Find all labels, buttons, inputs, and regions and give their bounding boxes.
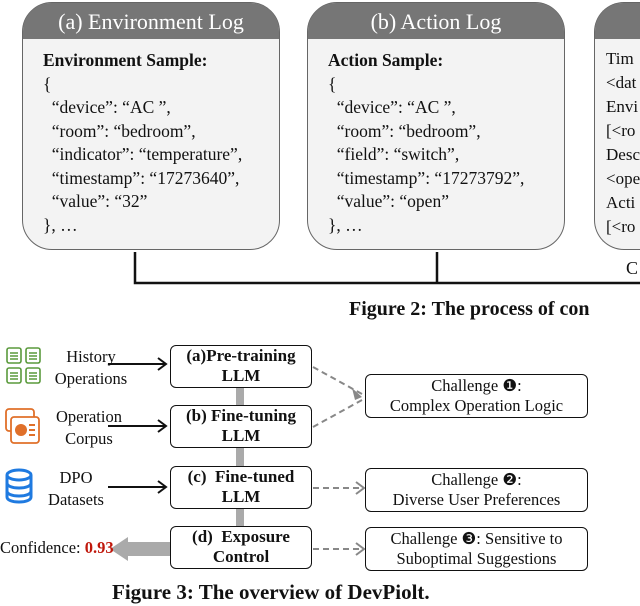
text-line: Envi [606,97,639,116]
panel-title: (b) Action Log [308,3,564,39]
stage-label: Exposure [221,527,290,546]
text-line: [<ro [606,121,636,140]
source-text: Operation Corpus [56,407,122,448]
code-line: “value”: “open” [328,191,449,211]
source-text: DPO Datasets [48,468,104,509]
clipboard-icon [6,347,41,384]
confidence-label: Confidence: [0,538,81,557]
panel-body: Action Sample: { “device”: “AC ”, “room”… [308,39,564,237]
challenge-title: Challenge ❷: [431,470,522,489]
text-line: <dat [606,73,637,92]
source-text: History Operations [54,347,128,388]
stage-tag: (a) [186,346,207,365]
challenge-title: Challenge ❸: Sensitive to [390,529,563,548]
text-line: <ope [606,169,640,188]
environment-log-panel: (a) Environment Log Environment Sample: … [22,2,280,250]
code-line: “timestamp”: “17273792”, [328,167,525,188]
stage-tag: (c) [187,467,207,486]
database-icon [5,468,33,504]
stage-label: Control [212,547,270,566]
code-line: { [43,73,52,94]
source-label: DPO Datasets [44,467,108,511]
text-line: Tim [606,49,634,68]
figure3-caption: Figure 3: The overview of DevPiolt. [112,580,430,604]
code-line: “device”: “AC ”, [43,97,171,117]
confidence-value: 0.93 [84,538,114,557]
connector-lines [133,252,640,285]
challenge-box: Challenge ❶:Complex Operation Logic [365,374,588,418]
stage-label: Fine-tuned [215,467,295,486]
stage-label: Fine-tuning [211,406,297,425]
challenge-text: Complex Operation Logic [389,396,564,415]
panel-title: (a) Environment Log [23,3,279,39]
source-label: History Operations [48,346,134,390]
code-line: “room”: “bedroom”, [328,120,481,141]
code-line: “device”: “AC ”, [328,97,456,117]
text-line: Acti [606,193,636,212]
stage-tag: (d) [192,527,213,546]
source-label: Operation Corpus [44,406,134,450]
action-log-panel: (b) Action Log Action Sample: { “device”… [307,2,565,250]
code-line: “room”: “bedroom”, [43,120,196,141]
panel-heading: Action Sample: [328,50,444,70]
code-line: “value”: “32” [43,191,148,211]
challenge-text: Suboptimal Suggestions [396,549,557,568]
stage-tag: (b) [185,406,207,425]
challenge-text: Diverse User Preferences [392,490,561,509]
panel-body: Environment Sample: { “device”: “AC ”, “… [23,39,279,237]
stage-label: LLM [221,487,261,506]
code-line: }, … [43,214,78,235]
code-line: “indicator”: “temperature”, [43,144,243,164]
figure3-arrows [108,357,366,561]
stage-label: Pre-training [206,346,296,365]
code-line: { [328,73,337,94]
panel-body: Tim <dat Envi [<ro Desc <ope Acti [<ro [595,39,640,239]
challenge-title: Challenge ❶: [431,376,522,395]
panel-heading: Environment Sample: [43,50,208,70]
third-log-panel: Tim <dat Envi [<ro Desc <ope Acti [<ro [594,2,640,250]
text-line: [<ro [606,217,636,236]
partial-label: C [626,258,639,278]
figure2-caption: Figure 2: The process of con [349,298,590,320]
stage-label: LLM [221,366,261,385]
code-line: }, … [328,214,363,235]
stage-label: LLM [221,426,261,445]
challenge-box: Challenge ❷:Diverse User Preferences [365,468,588,512]
confidence-readout: Confidence: 0.93 [0,538,114,558]
text-line: Desc [606,145,640,164]
code-line: “timestamp”: “17273640”, [43,167,240,188]
code-line: “field”: “switch”, [328,144,460,164]
presentation-icon [5,408,40,444]
